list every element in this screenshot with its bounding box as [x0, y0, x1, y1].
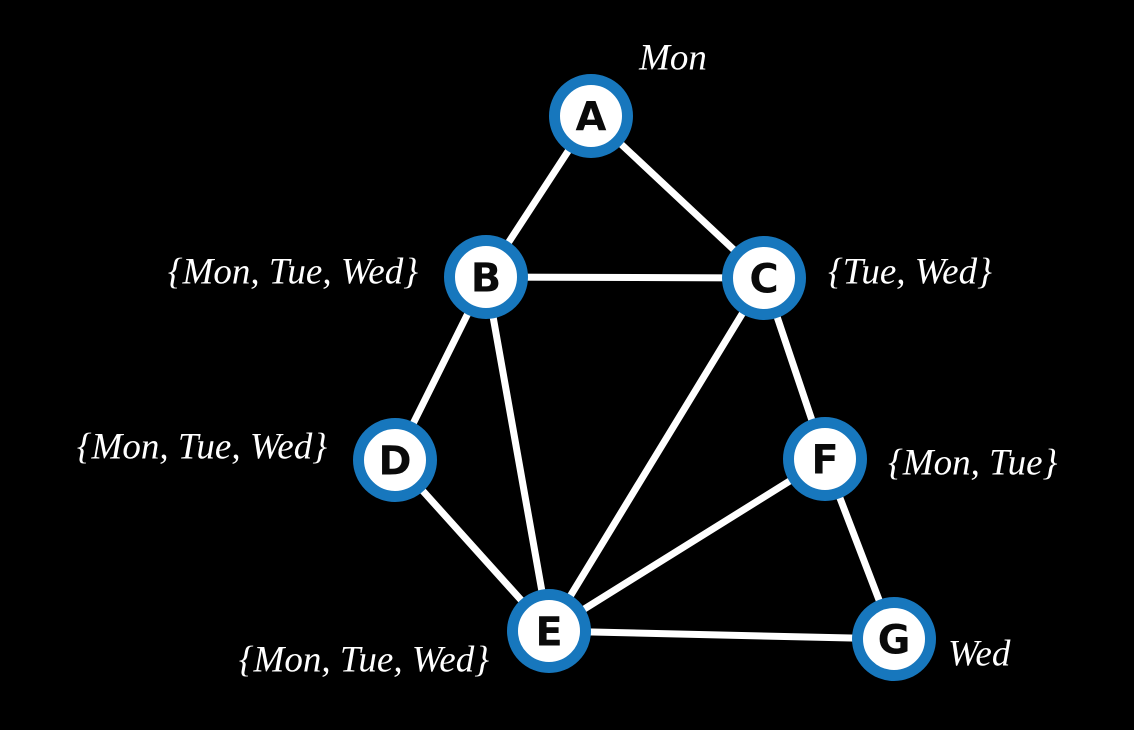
- node-C: C: [722, 236, 806, 320]
- node-G: G: [852, 597, 936, 681]
- node-D: D: [353, 418, 437, 502]
- node-F-circle: [783, 417, 867, 501]
- node-B-domain-label: {Mon, Tue, Wed}: [168, 251, 418, 292]
- edge-B-E: [482, 273, 553, 635]
- node-B-circle: [444, 235, 528, 319]
- edge-E-F: [545, 455, 829, 635]
- node-B-letter: B: [471, 255, 502, 301]
- edge-E-G: [545, 627, 898, 643]
- node-F-domain-label: {Mon, Tue}: [888, 442, 1058, 483]
- node-A: A: [549, 74, 633, 158]
- node-G-circle: [852, 597, 936, 681]
- node-E-letter: E: [535, 609, 562, 655]
- edge-C-E: [545, 274, 768, 635]
- node-C-domain-label: {Tue, Wed}: [828, 251, 992, 292]
- node-F: F: [783, 417, 867, 501]
- node-C-circle: [722, 236, 806, 320]
- node-E-domain-label: {Mon, Tue, Wed}: [239, 639, 489, 680]
- node-C-letter: C: [749, 256, 778, 302]
- node-A-letter: A: [576, 94, 607, 140]
- node-A-domain-label: Mon: [638, 37, 707, 78]
- node-F-letter: F: [811, 437, 838, 483]
- node-G-letter: G: [878, 617, 911, 663]
- edge-B-C: [482, 273, 768, 282]
- nodes-layer: A B C D E F G: [353, 74, 936, 681]
- node-D-domain-label: {Mon, Tue, Wed}: [77, 426, 327, 467]
- edges-layer: [391, 112, 898, 643]
- node-A-circle: [549, 74, 633, 158]
- node-G-domain-label: Wed: [948, 633, 1011, 674]
- node-D-circle: [353, 418, 437, 502]
- node-E: E: [507, 589, 591, 673]
- node-D-letter: D: [378, 438, 411, 484]
- node-B: B: [444, 235, 528, 319]
- node-E-circle: [507, 589, 591, 673]
- domain-labels-layer: Mon {Mon, Tue, Wed} {Tue, Wed} {Mon, Tue, W…: [77, 37, 1058, 680]
